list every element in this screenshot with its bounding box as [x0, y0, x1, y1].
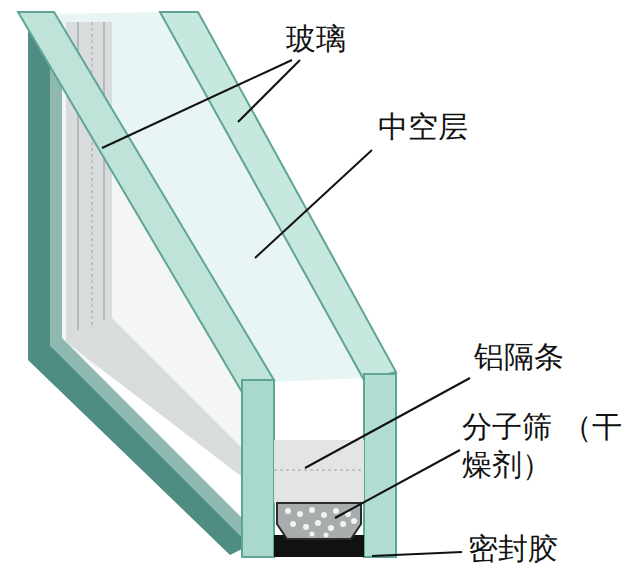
glass-pane: [364, 374, 396, 557]
part-label: 玻璃: [286, 20, 346, 58]
glass-pane: [18, 12, 274, 392]
spacer-line: [274, 470, 364, 471]
glass-pane: [242, 380, 274, 557]
spacer-line: [92, 22, 93, 325]
spacer-line: [103, 22, 105, 320]
leader-lines: [102, 60, 470, 556]
part-label: 分子筛 （干燥剂）: [462, 408, 630, 483]
part-label: 中空层: [378, 108, 468, 146]
aluminium-spacer: [274, 440, 364, 503]
molecular-sieve: [277, 503, 361, 539]
part-label: 铝隔条: [474, 338, 564, 376]
part-label: 密封胶: [468, 530, 558, 568]
